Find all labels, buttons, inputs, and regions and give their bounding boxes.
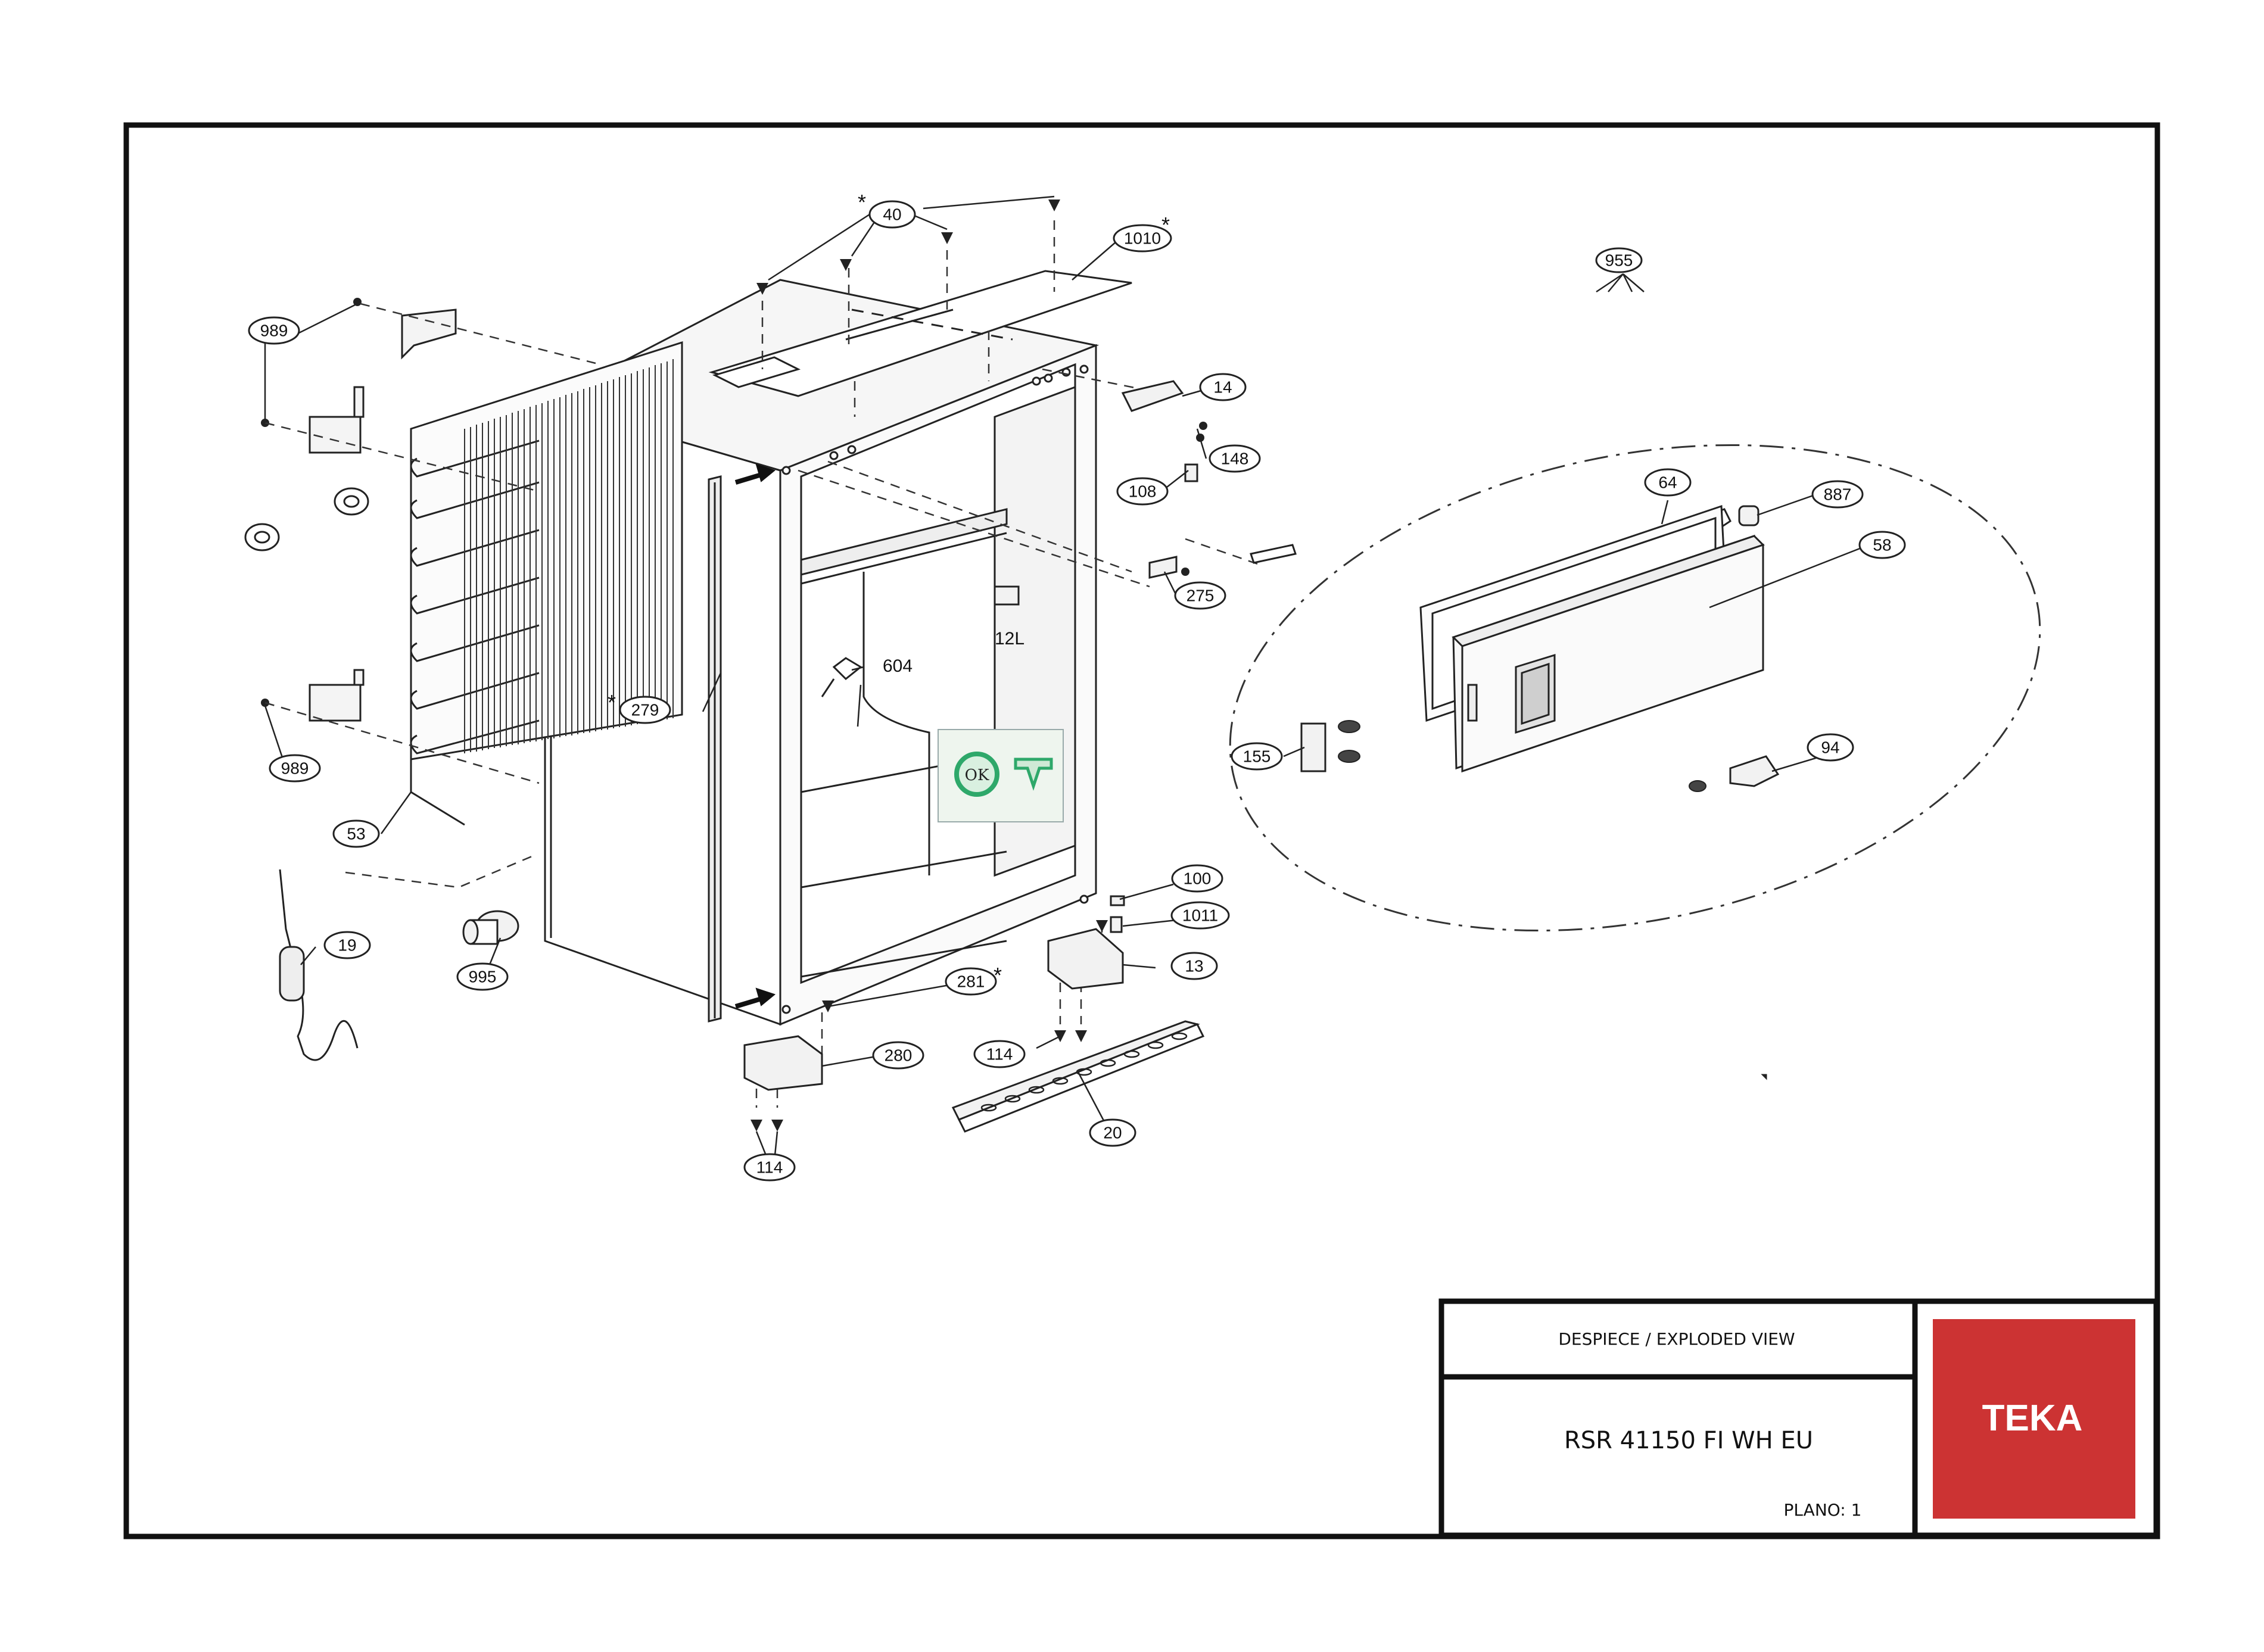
callout-19: 19 — [323, 931, 371, 959]
callout-100: 100 — [1171, 864, 1223, 893]
callout-887: 887 — [1811, 480, 1864, 509]
svg-text:53: 53 — [347, 825, 365, 843]
svg-text:279: 279 — [631, 701, 659, 719]
callout-989-bottom: 989 — [269, 754, 321, 783]
callout-14: 14 — [1199, 373, 1247, 401]
callout-leaders — [264, 195, 1862, 1162]
star-279: * — [608, 690, 616, 715]
callout-955: 955 — [1595, 247, 1643, 273]
callout-114-right: 114 — [973, 1040, 1026, 1068]
star-40: * — [858, 190, 866, 214]
svg-text:114: 114 — [986, 1045, 1013, 1064]
callout-995: 995 — [456, 962, 509, 991]
thermostat-sensor — [279, 946, 305, 1002]
title-block-plan: PLANO: 1 — [1784, 1500, 1862, 1520]
title-block-model: RSR 41150 FI WH EU — [1564, 1427, 1813, 1454]
ok-badge: OK — [938, 729, 1064, 822]
svg-text:148: 148 — [1221, 450, 1249, 468]
callout-114-bottom: 114 — [743, 1153, 796, 1182]
condenser-brackets — [309, 308, 457, 722]
callout-281: 281 — [945, 967, 997, 996]
svg-text:14: 14 — [1213, 378, 1232, 397]
brand-logo-text: TEKA — [1982, 1398, 2083, 1439]
door-hardware — [1300, 505, 1780, 1080]
callout-279: 279 — [619, 696, 671, 724]
condenser-fins — [464, 359, 674, 753]
svg-text:114: 114 — [756, 1158, 783, 1177]
door-screws — [1338, 720, 1706, 792]
ok-badge-text: OK — [965, 766, 989, 784]
svg-text:281: 281 — [957, 973, 985, 991]
callout-1011: 1011 — [1170, 901, 1230, 930]
svg-text:1011: 1011 — [1182, 906, 1218, 925]
brand-logo — [1933, 1319, 2135, 1519]
svg-text:989: 989 — [260, 322, 288, 340]
callout-989-top: 989 — [248, 316, 300, 345]
download-arrow-icon — [1014, 758, 1053, 791]
svg-text:19: 19 — [338, 936, 356, 955]
svg-text:275: 275 — [1187, 587, 1214, 605]
label-12l: 12L — [995, 629, 1024, 649]
svg-text:887: 887 — [1824, 485, 1852, 504]
condenser — [410, 341, 683, 826]
callout-1010: 1010 — [1113, 224, 1172, 253]
callout-64: 64 — [1644, 468, 1692, 497]
callout-148: 148 — [1209, 444, 1261, 473]
callout-108: 108 — [1116, 477, 1169, 506]
rail-slots — [980, 1032, 1188, 1112]
svg-text:155: 155 — [1243, 747, 1271, 766]
svg-text:995: 995 — [469, 968, 497, 986]
svg-text:40: 40 — [883, 205, 901, 224]
title-block: TEKA DESPIECE / EXPLODED VIEW RSR 41150 … — [1438, 1298, 2159, 1538]
svg-text:108: 108 — [1129, 482, 1157, 501]
svg-text:20: 20 — [1103, 1124, 1122, 1142]
door — [1419, 504, 1765, 773]
callout-275: 275 — [1174, 581, 1226, 610]
grommets — [244, 487, 369, 551]
svg-text:13: 13 — [1185, 957, 1203, 975]
callout-40: 40 — [868, 200, 916, 229]
door-assembly-boundary — [1229, 444, 2041, 932]
callout-group: 40 1010 955 989 14 148 108 64 887 58 275… — [248, 200, 1906, 1182]
title-block-heading: DESPIECE / EXPLODED VIEW — [1558, 1329, 1795, 1349]
callout-20: 20 — [1089, 1118, 1136, 1147]
callout-155: 155 — [1231, 742, 1283, 771]
svg-text:280: 280 — [885, 1046, 913, 1065]
svg-text:100: 100 — [1184, 869, 1212, 888]
svg-text:955: 955 — [1605, 251, 1633, 270]
callout-58: 58 — [1858, 531, 1906, 559]
svg-text:64: 64 — [1658, 473, 1677, 492]
label-604: 604 — [883, 656, 913, 676]
svg-text:94: 94 — [1821, 738, 1839, 757]
callout-53: 53 — [332, 819, 380, 848]
cabinet-holes — [781, 364, 1089, 1014]
callout-13: 13 — [1170, 952, 1218, 980]
star-281: * — [994, 963, 1002, 987]
insert-arrows — [734, 463, 776, 1009]
callout-94: 94 — [1807, 733, 1854, 762]
svg-text:58: 58 — [1873, 536, 1891, 554]
svg-text:1010: 1010 — [1124, 229, 1161, 248]
callout-280: 280 — [872, 1041, 924, 1070]
drawing-frame — [123, 122, 2160, 1539]
svg-text:989: 989 — [281, 759, 309, 778]
star-1010: * — [1161, 213, 1170, 237]
